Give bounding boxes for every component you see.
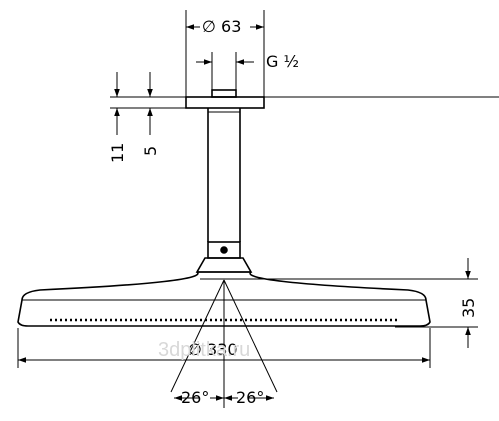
label-offset-11: 11 [108, 143, 127, 163]
spray-angle-lines [170, 279, 278, 408]
label-thread: G ½ [266, 52, 299, 71]
watermark: 3dplitka.ru [158, 339, 250, 361]
label-head-height: 35 [459, 298, 478, 318]
label-angle-left: 26° [181, 388, 209, 407]
thread-nut [211, 89, 237, 98]
label-flange-diameter: ∅ 63 [202, 17, 241, 36]
label-offset-5: 5 [141, 146, 160, 156]
label-head-diameter: ∅ 330 [188, 340, 238, 359]
dim-flange-diameter [185, 10, 265, 97]
reference-lines [110, 96, 499, 328]
dim-head-diameter [17, 328, 431, 368]
shower-arm [185, 89, 265, 273]
label-angle-right: 26° [236, 388, 264, 407]
ceiling-flange [185, 96, 265, 109]
ball-joint [195, 257, 253, 273]
dim-thread [196, 52, 254, 90]
